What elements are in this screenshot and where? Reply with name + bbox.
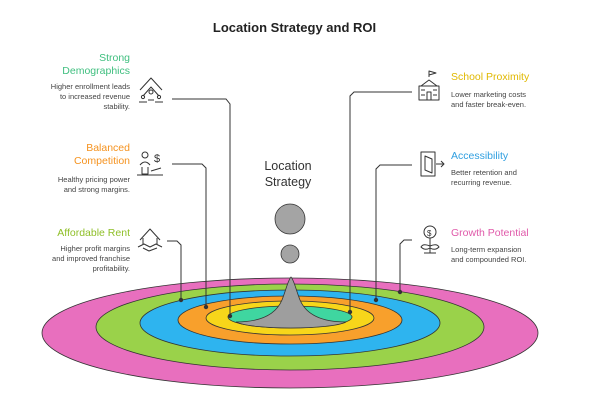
- strong-demographics-title-line1: Strong: [99, 52, 130, 64]
- growth-potential-desc-line2: and compounded ROI.: [451, 255, 527, 264]
- school-proximity-desc-line1: Lower marketing costs: [451, 90, 527, 99]
- door-entry-icon: [420, 151, 445, 177]
- accessibility-desc-line2: recurring revenue.: [451, 178, 512, 187]
- affordable-rent-desc-line3: profitability.: [92, 264, 130, 273]
- community-icon: [139, 77, 163, 103]
- strong-demographics-desc-line3: stability.: [103, 102, 130, 111]
- connector-growth-potential: [399, 239, 412, 292]
- affordable-rent-description: Higher profit margins and improved franc…: [20, 244, 130, 274]
- diagram-title: Location Strategy and ROI: [212, 20, 377, 35]
- accessibility-description: Better retention and recurring revenue.: [451, 168, 581, 188]
- connector-balanced-competition: [172, 163, 207, 307]
- connector-dot-affordable-rent: [178, 297, 184, 303]
- connector-dot-strong-demographics: [227, 313, 233, 319]
- affordable-rent-desc-line2: and improved franchise: [52, 254, 130, 263]
- center-label-line2: Strategy: [264, 175, 312, 189]
- balanced-competition-title-line1: Balanced: [86, 142, 130, 154]
- money-plant-icon: $: [420, 225, 440, 254]
- droplet-large: [274, 203, 306, 235]
- water-peak: [235, 276, 347, 329]
- connector-school-proximity: [349, 91, 412, 312]
- strong-demographics-description: Higher enrollment leads to increased rev…: [20, 82, 130, 112]
- house-handshake-icon: [137, 228, 163, 252]
- growth-potential-title: Growth Potential: [451, 227, 581, 240]
- svg-text:$: $: [427, 229, 432, 238]
- strong-demographics-title: Strong Demographics: [20, 52, 130, 78]
- accessibility-title: Accessibility: [451, 150, 581, 163]
- school-icon: [418, 70, 440, 101]
- connector-dot-balanced-competition: [203, 304, 209, 310]
- connector-affordable-rent: [167, 240, 182, 300]
- strong-demographics-desc-line1: Higher enrollment leads: [50, 82, 130, 91]
- balanced-competition-desc-line2: and strong margins.: [63, 185, 130, 194]
- connector-dot-accessibility: [373, 297, 379, 303]
- affordable-rent-title: Affordable Rent: [20, 227, 130, 240]
- growth-potential-title-line1: Growth Potential: [451, 227, 529, 239]
- connector-dot-growth-potential: [397, 289, 403, 295]
- growth-potential-desc-line1: Long-term expansion: [451, 245, 522, 254]
- connector-accessibility: [375, 164, 412, 300]
- accessibility-desc-line1: Better retention and: [451, 168, 517, 177]
- balanced-competition-desc-line1: Healthy pricing power: [57, 175, 130, 184]
- balanced-competition-description: Healthy pricing power and strong margins…: [20, 175, 130, 195]
- svg-text:$: $: [154, 153, 160, 165]
- connector-dot-school-proximity: [347, 309, 353, 315]
- balanced-competition-title: Balanced Competition: [20, 142, 130, 168]
- strong-demographics-desc-line2: to increased revenue: [59, 92, 130, 101]
- accessibility-title-line1: Accessibility: [451, 150, 509, 162]
- school-proximity-desc-line2: and faster break-even.: [451, 100, 527, 109]
- school-proximity-title: School Proximity: [451, 71, 581, 84]
- affordable-rent-title-line1: Affordable Rent: [57, 227, 130, 239]
- scales-icon: $: [137, 151, 163, 176]
- school-proximity-title-line1: School Proximity: [451, 71, 530, 83]
- center-label: Location Strategy: [238, 158, 338, 190]
- connector-strong-demographics: [172, 98, 231, 316]
- balanced-competition-title-line2: Competition: [73, 155, 130, 167]
- school-proximity-description: Lower marketing costs and faster break-e…: [451, 90, 581, 110]
- center-label-line1: Location: [264, 159, 312, 173]
- affordable-rent-desc-line1: Higher profit margins: [60, 244, 130, 253]
- strong-demographics-title-line2: Demographics: [62, 65, 130, 77]
- growth-potential-description: Long-term expansion and compounded ROI.: [451, 245, 581, 265]
- droplet-small: [280, 244, 300, 264]
